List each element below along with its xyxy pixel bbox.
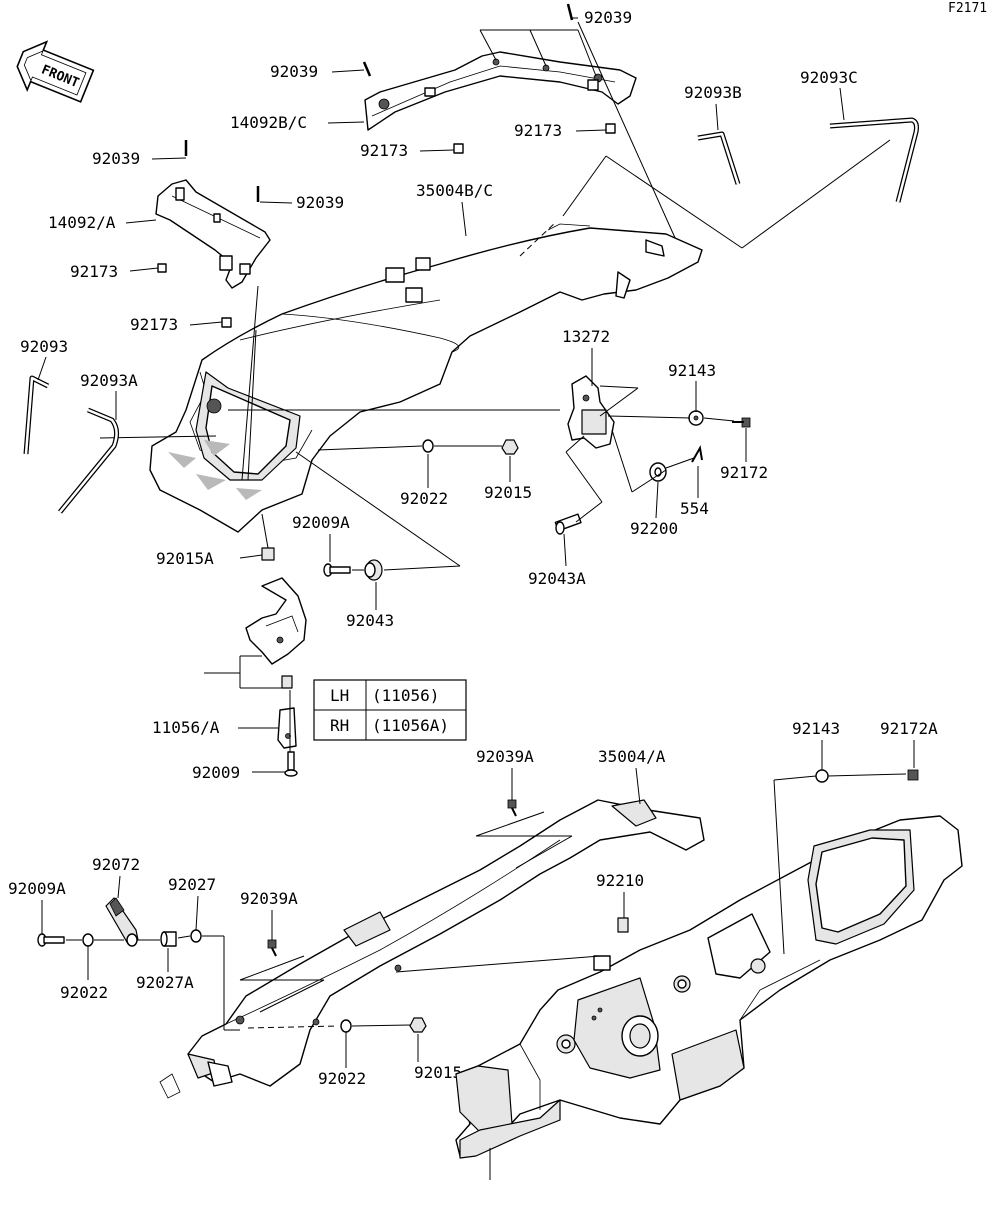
screw-92039a-b xyxy=(267,939,277,957)
label-92009a-b: 92009A xyxy=(8,879,66,898)
bolt-92172 xyxy=(732,417,751,428)
label-35004bc: 35004B/C xyxy=(416,181,493,200)
label-92210: 92210 xyxy=(596,871,644,890)
washer-92022-b xyxy=(82,933,94,947)
bracket-11056a xyxy=(277,707,297,749)
strip-92093c xyxy=(829,117,919,203)
label-92039-c: 92039 xyxy=(92,149,140,168)
table-lh-part: (11056) xyxy=(372,686,439,705)
nut-92015-a xyxy=(501,439,519,455)
figure-id: F2171 xyxy=(948,1,987,16)
washer-92022-a xyxy=(422,439,434,453)
washer-92027 xyxy=(190,929,202,943)
label-92015-a: 92015 xyxy=(484,483,532,502)
label-92009a-a: 92009A xyxy=(292,513,350,532)
label-92172: 92172 xyxy=(720,463,768,482)
panel-35004a xyxy=(159,799,705,1099)
dash-guide-1 xyxy=(519,221,557,257)
label-554: 554 xyxy=(680,499,709,518)
label-92043a: 92043A xyxy=(528,569,586,588)
label-92143-a: 92143 xyxy=(668,361,716,380)
table-rh-side: RH xyxy=(330,716,349,735)
label-92093c: 92093C xyxy=(800,68,858,87)
headlight-bracket xyxy=(245,577,307,689)
dash-guide-2 xyxy=(247,1025,339,1029)
label-92173-c: 92173 xyxy=(70,262,118,281)
label-92143-b: 92143 xyxy=(792,719,840,738)
label-92093a: 92093A xyxy=(80,371,138,390)
cover-14092bc xyxy=(364,51,637,131)
screw-92039-top xyxy=(566,3,574,21)
label-13272: 13272 xyxy=(562,327,610,346)
strip-92093b xyxy=(697,131,741,185)
label-92039-d: 92039 xyxy=(296,193,344,212)
screw-92039a-a xyxy=(507,799,517,817)
label-92022-b: 92022 xyxy=(60,983,108,1002)
strip-92093a xyxy=(58,407,120,514)
clip-92173-d xyxy=(221,317,232,328)
clip-554 xyxy=(691,445,703,463)
cowl-35004bc xyxy=(149,223,703,533)
dash-panel xyxy=(455,815,963,1159)
bolt-92009a-a xyxy=(323,563,351,577)
clip-92173-b xyxy=(605,123,616,134)
label-92093: 92093 xyxy=(20,337,68,356)
label-35004a: 35004/A xyxy=(598,747,666,766)
label-92173-a: 92173 xyxy=(360,141,408,160)
label-92200: 92200 xyxy=(630,519,678,538)
bracket-13272 xyxy=(567,375,615,449)
label-92039-b: 92039 xyxy=(270,62,318,81)
clip-92173-a xyxy=(453,143,464,154)
label-92022-a: 92022 xyxy=(400,489,448,508)
collar-92027a xyxy=(160,931,177,947)
label-92093b: 92093B xyxy=(684,83,742,102)
grommet-92043 xyxy=(364,559,383,581)
strip-92093 xyxy=(23,375,50,455)
label-14092a: 14092/A xyxy=(48,213,116,232)
label-92072: 92072 xyxy=(92,855,140,874)
bolt-92172a xyxy=(907,769,919,781)
washer-92022-c xyxy=(340,1019,352,1033)
stay-92072 xyxy=(105,897,139,947)
screw-92039-b xyxy=(362,61,372,77)
label-92022-c: 92022 xyxy=(318,1069,366,1088)
label-14092bc: 14092B/C xyxy=(230,113,307,132)
label-92172a: 92172A xyxy=(880,719,938,738)
side-table: LH (11056) RH (11056A) xyxy=(313,679,467,741)
label-92043: 92043 xyxy=(346,611,394,630)
label-92027a: 92027A xyxy=(136,973,194,992)
table-rh-part: (11056A) xyxy=(372,716,449,735)
label-92027: 92027 xyxy=(168,875,216,894)
clip-92210 xyxy=(617,917,629,933)
bolt-92009a-b xyxy=(37,933,65,947)
washer-92143-b xyxy=(815,769,829,783)
bolt-92009 xyxy=(284,751,298,777)
label-92015a: 92015A xyxy=(156,549,214,568)
bolt-92043a xyxy=(554,513,582,535)
label-92015-b: 92015 xyxy=(414,1063,462,1082)
label-92039-top: 92039 xyxy=(584,8,632,27)
label-92173-d: 92173 xyxy=(130,315,178,334)
label-92039a-a: 92039A xyxy=(476,747,534,766)
clip-92015a xyxy=(261,547,275,561)
label-92009: 92009 xyxy=(192,763,240,782)
cover-14092a xyxy=(155,179,271,289)
front-arrow-icon: FRONT xyxy=(16,40,95,103)
clip-92173-c xyxy=(157,263,167,273)
table-lh-side: LH xyxy=(330,686,349,705)
label-92173-b: 92173 xyxy=(514,121,562,140)
nut-92015-b xyxy=(409,1017,427,1033)
label-11056a: 11056/A xyxy=(152,718,220,737)
label-92039a-b: 92039A xyxy=(240,889,298,908)
